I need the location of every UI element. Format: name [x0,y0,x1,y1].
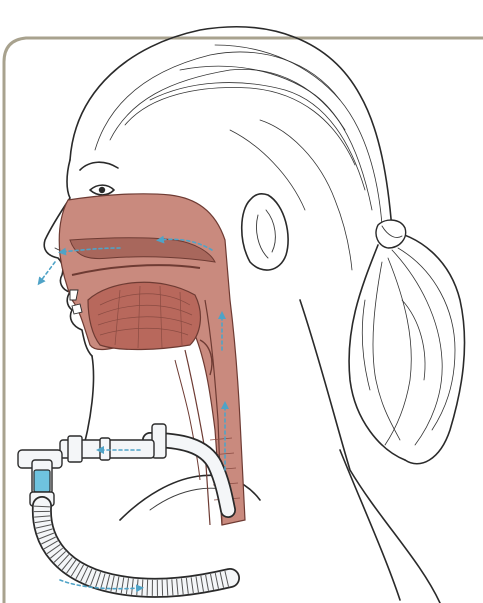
dashed-arrow-icon [40,262,55,282]
tracheostomy-tube [18,424,230,588]
ventilator-hose [42,506,230,588]
connector-blue-band [34,470,50,492]
